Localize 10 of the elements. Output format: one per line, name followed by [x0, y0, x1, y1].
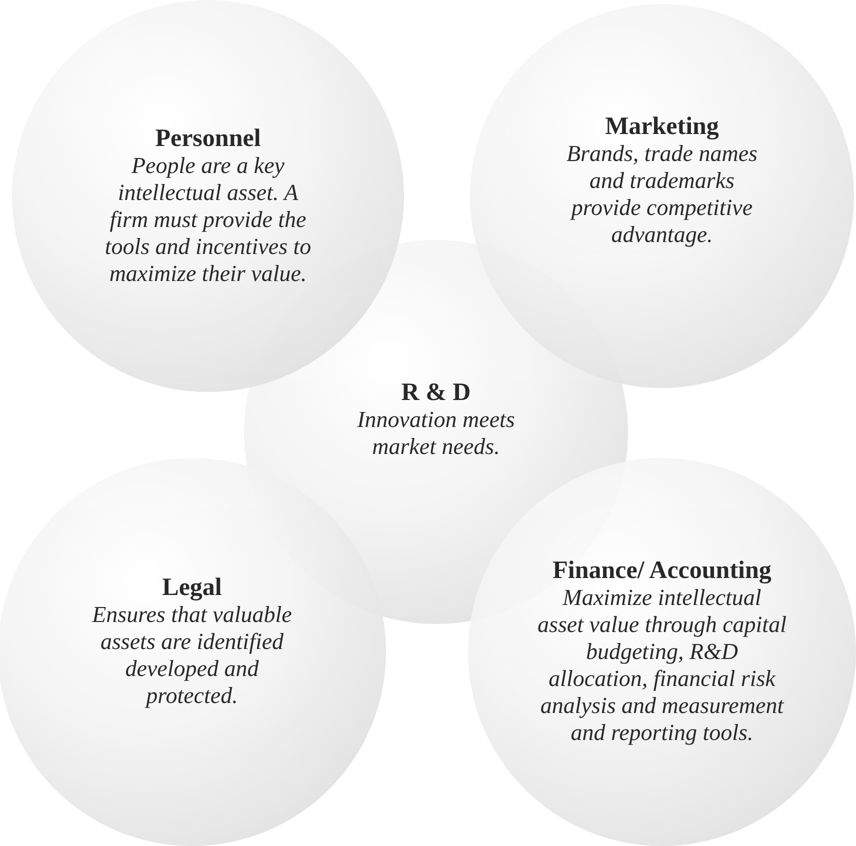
node-description: Ensures that valuable assets are identified developed and protected.	[90, 601, 293, 709]
node-description: People are a key intellectual asset. A firm must provide the tools and incentives to maximize their value.	[104, 152, 312, 286]
node-heading: Marketing	[605, 114, 719, 140]
node-heading: Legal	[162, 575, 222, 601]
node-description: Maximize intellectual asset value through capital budgeting, R&D allocation, financial risk analysis and measurement and reporting tools.	[537, 584, 787, 746]
node-heading: Personnel	[155, 126, 261, 152]
node-heading: Finance/ Accounting	[552, 558, 772, 584]
node-heading: R & D	[401, 380, 471, 406]
node-description: Brands, trade names and trademarks provide competitive advantage.	[565, 140, 759, 248]
node-description: Innovation meets market needs.	[356, 406, 516, 460]
